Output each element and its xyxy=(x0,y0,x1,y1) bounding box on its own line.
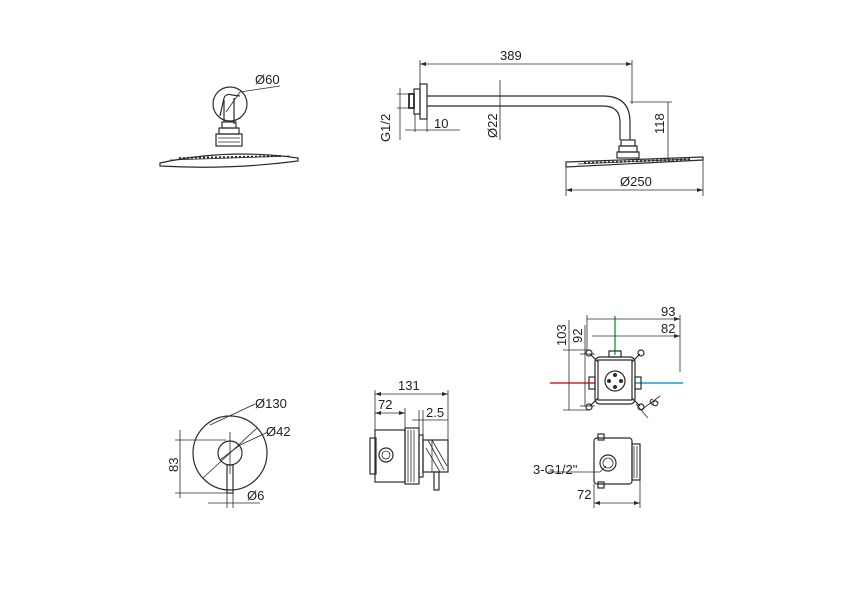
box-side-view: 3-G1/2" 72 xyxy=(533,433,641,508)
nozzle-dot xyxy=(178,156,182,160)
nozzle-dot xyxy=(683,158,687,161)
nozzle-dot xyxy=(675,158,679,161)
valve-height-label: 83 xyxy=(166,458,181,472)
plate-diameter-label: Ø130 xyxy=(255,396,287,411)
nozzle-row xyxy=(178,154,282,160)
wall-flange xyxy=(212,86,248,122)
nozzle-dot xyxy=(242,155,246,158)
nozzle-dot xyxy=(250,155,254,158)
drop-height-label: 118 xyxy=(652,113,667,134)
nozzle-dot xyxy=(599,161,603,164)
connections-label: 3-G1/2" xyxy=(533,462,578,477)
nozzle-dot xyxy=(603,161,607,164)
nozzle-dot xyxy=(627,160,631,163)
mounting-box xyxy=(594,356,636,405)
thread-label: G1/2 xyxy=(378,114,393,142)
shower-head-front-view: Ø60 xyxy=(159,72,299,168)
nozzle-dot xyxy=(611,160,615,164)
nozzle-dot xyxy=(198,156,202,159)
nozzle-dot xyxy=(647,159,651,162)
plate-thickness-label: 2.5 xyxy=(426,405,444,420)
nozzle-dot xyxy=(222,156,226,159)
nozzle-dot xyxy=(679,158,683,161)
nozzle-dot xyxy=(583,161,587,165)
nozzle-dot xyxy=(214,156,218,159)
nozzle-dot xyxy=(218,156,222,159)
nozzle-dot xyxy=(607,161,611,164)
box-height-inner-label: 92 xyxy=(570,329,585,343)
valve-side-view: 131 72 2.5 xyxy=(369,378,449,491)
lever-width-label: Ø6 xyxy=(247,488,264,503)
mount-offset-label: 6 xyxy=(646,396,663,410)
head-disc xyxy=(159,153,299,168)
nozzle-dot xyxy=(258,155,262,158)
nozzle-dot xyxy=(254,155,258,158)
nozzle-dot xyxy=(655,159,659,162)
head-connector xyxy=(215,133,243,147)
arm-length-label: 389 xyxy=(500,48,522,63)
nozzle-dot xyxy=(182,156,186,160)
flange-diameter-label: Ø60 xyxy=(255,72,280,87)
nozzle-dot xyxy=(270,155,274,158)
box-inlet-port xyxy=(599,454,617,472)
nozzle-dot xyxy=(262,155,266,158)
nozzle-dot xyxy=(687,158,691,161)
nozzle-dot xyxy=(615,160,619,163)
nozzle-dot xyxy=(266,155,270,158)
nozzle-dot xyxy=(190,156,194,159)
nozzle-dot xyxy=(631,160,635,163)
box-front-view: 93 82 103 92 6 xyxy=(550,304,683,419)
shower-arm xyxy=(427,95,631,140)
arm-elbow xyxy=(219,93,241,117)
nozzle-dot xyxy=(619,160,623,163)
nozzle-dot xyxy=(186,156,190,159)
nozzle-dot xyxy=(246,155,250,158)
arm-diameter-label: Ø22 xyxy=(485,113,500,138)
shower-arm-side-view: 389 G1/2 10 Ø22 118 Ø250 xyxy=(378,48,704,196)
valve-total-depth-label: 131 xyxy=(398,378,420,393)
nozzle-dot xyxy=(595,161,599,164)
nozzle-dot xyxy=(202,156,206,159)
nozzle-dot xyxy=(623,160,627,163)
nozzle-dot xyxy=(206,156,210,159)
box-width-inner-label: 82 xyxy=(661,321,675,336)
cartridge-port xyxy=(604,370,626,392)
box-height-outer-label: 103 xyxy=(554,324,569,346)
nozzle-dot xyxy=(651,159,655,162)
nozzle-dot xyxy=(587,161,591,164)
nozzle-dot xyxy=(230,155,234,159)
nozzle-dot xyxy=(274,154,278,158)
box-width-outer-label: 93 xyxy=(661,304,675,319)
nozzle-dot xyxy=(210,156,214,159)
flange-thickness-label: 10 xyxy=(434,116,448,131)
valve-handle-side xyxy=(422,439,449,473)
nozzle-dot xyxy=(194,156,198,159)
nozzle-dot xyxy=(226,155,230,159)
nozzle-dot xyxy=(278,154,282,158)
nozzle-dot xyxy=(643,159,647,162)
handle-diameter-label: Ø42 xyxy=(266,424,291,439)
nozzle-dot xyxy=(591,161,595,164)
box-depth-label: 72 xyxy=(577,487,591,502)
head-diameter-label: Ø250 xyxy=(620,174,652,189)
nozzle-dot xyxy=(639,159,643,163)
nozzle-dot xyxy=(238,155,242,158)
valve-body-depth-label: 72 xyxy=(378,397,392,412)
nozzle-dot xyxy=(234,155,238,158)
nozzle-dot xyxy=(671,158,675,161)
valve-front-view: Ø130 Ø42 83 Ø6 xyxy=(166,396,291,508)
nozzle-dot xyxy=(635,160,639,163)
nozzle-row-side xyxy=(583,158,691,165)
